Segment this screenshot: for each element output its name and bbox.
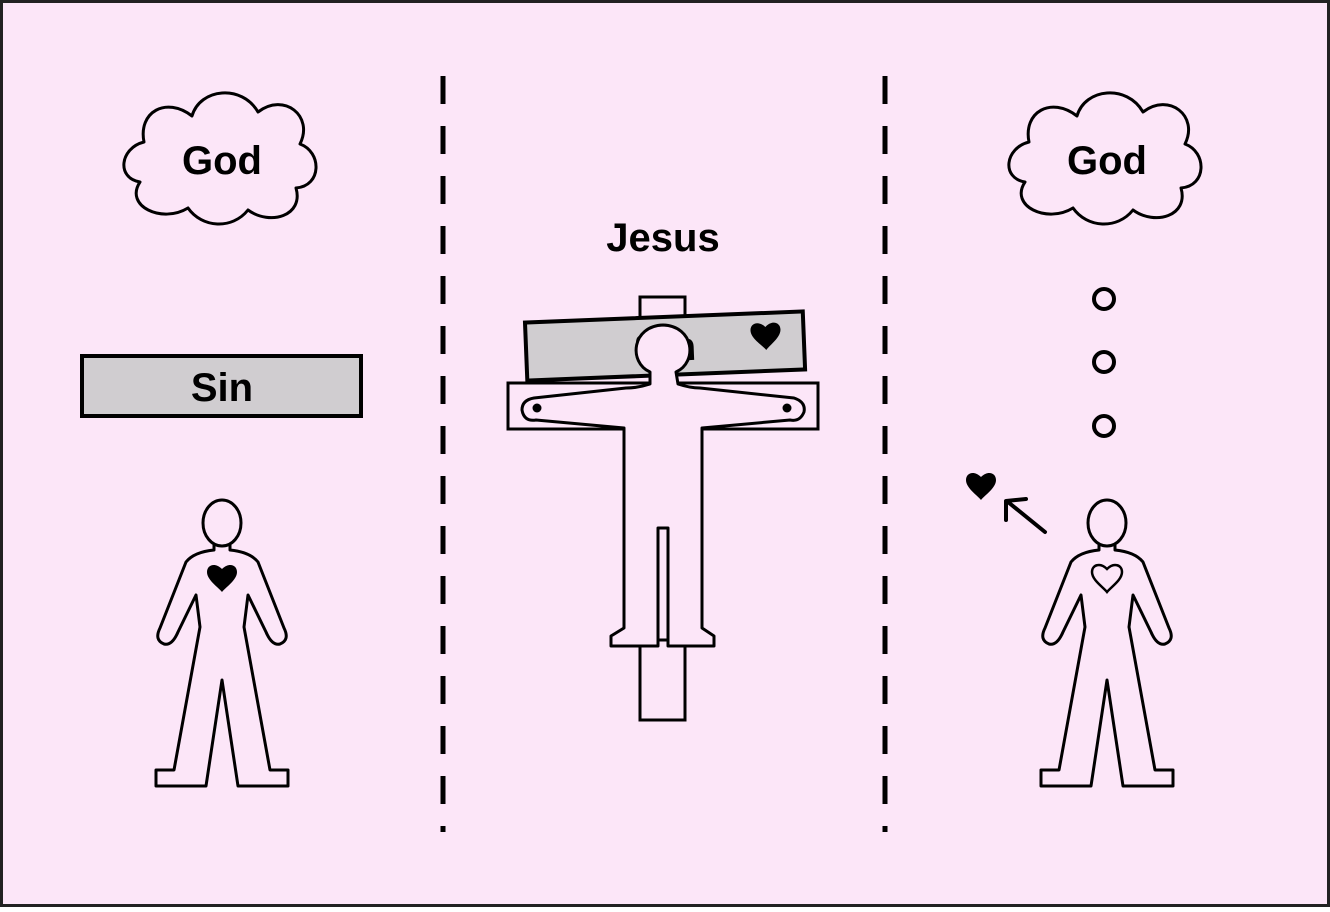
left-panel: God Sin [80, 91, 363, 788]
left-sin-label: Sin [191, 366, 253, 410]
right-panel: God [966, 91, 1203, 788]
crucified-figure [520, 323, 806, 648]
dot [1092, 287, 1116, 311]
jesus-label: Jesus [606, 216, 719, 260]
arrow-icon [1004, 497, 1047, 534]
nail-left [532, 403, 542, 413]
dot [1092, 350, 1116, 374]
middle-panel: Jesus Sin [506, 216, 820, 722]
right-cloud-label: God [1067, 139, 1147, 183]
left-sin-box [80, 354, 363, 418]
nail-right [782, 403, 792, 413]
dot [1092, 414, 1116, 438]
left-cloud-label: God [182, 139, 262, 183]
connection-dots [1092, 287, 1116, 438]
